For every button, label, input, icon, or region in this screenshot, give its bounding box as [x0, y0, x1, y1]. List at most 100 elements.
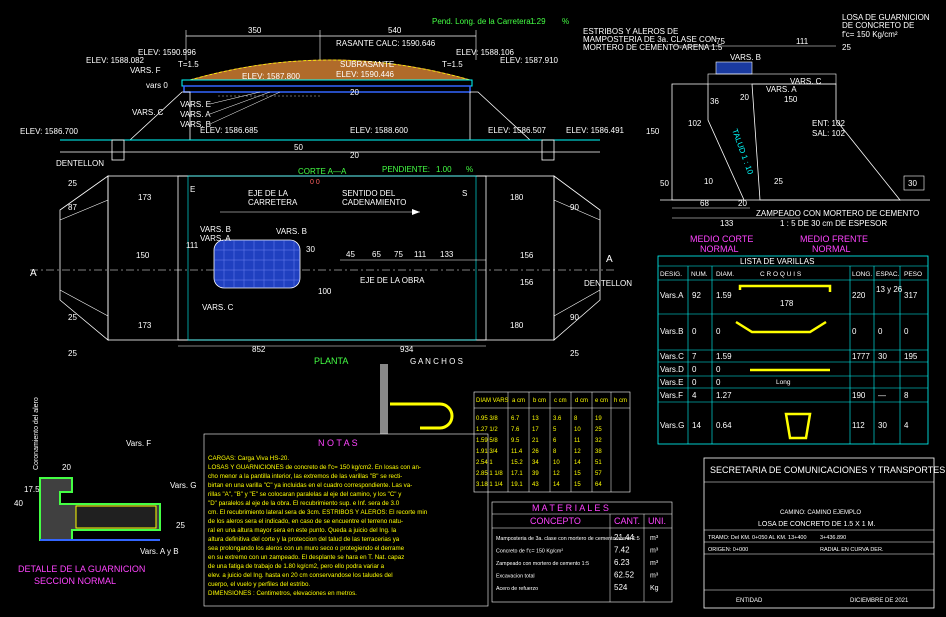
plan-dim-934: 934	[400, 345, 414, 354]
vr-g-long: 112	[852, 421, 865, 430]
medio-dim-133: 133	[720, 219, 734, 228]
nota-line: cho menor a la pantilla interior, las ex…	[208, 473, 402, 480]
det-vars-ab: Vars. A y B	[140, 547, 179, 556]
axis-a-right: A	[606, 254, 613, 265]
gancho-cell: 8	[574, 416, 578, 422]
gancho-cell: 3.18 1 1/4	[476, 482, 503, 488]
nota-line: cuerpo, el vuelo y perfiles del estribo.	[208, 581, 310, 588]
nota-line: DIMENSIONES : Centimetros, elevaciones e…	[208, 590, 357, 597]
material-uni: m³	[650, 548, 659, 555]
medio-corte-1: MEDIO CORTE	[690, 234, 753, 244]
vr-g-desig: Vars.G	[660, 421, 684, 430]
dim-20-mid: 20	[350, 151, 359, 160]
gancho-cell: 8	[553, 449, 557, 455]
losa-1: LOSA DE GUARNICION	[842, 13, 930, 22]
gh-0: DIAM VARS	[476, 398, 509, 404]
vr-d-croquis: Long	[776, 379, 791, 386]
plan-dim-87: 87	[68, 203, 77, 212]
gancho-cell: 1.91 3/4	[476, 449, 498, 455]
nota-line: "D" paralelos al eje de la obra. El recu…	[208, 500, 400, 507]
zampeado-1: ZAMPEADO CON MORTERO DE CEMENTO	[756, 209, 919, 218]
plan-dim-25a: 25	[68, 179, 77, 188]
det-title-2: SECCION NORMAL	[34, 576, 116, 586]
gancho-cell: 1.27 1/2	[476, 427, 498, 433]
pend-label: Pend. Long. de la Carretera :	[432, 17, 535, 26]
plan-vars-b: VARS. B	[200, 225, 231, 234]
plan-vars-b2: VARS. B	[276, 227, 307, 236]
vh-croquis: C R O Q U I S	[760, 271, 802, 278]
gancho-cell: 3.6	[553, 416, 562, 422]
plan-dim-30: 30	[306, 245, 315, 254]
vr-b-diam: 0	[716, 327, 721, 336]
material-uni: m³	[650, 560, 659, 567]
plan-dim-156b: 156	[520, 278, 534, 287]
tb-tramo: TRAMO: Del KM. 0+050 AL KM. 13+400	[708, 535, 807, 541]
corte-title: CORTE A—A	[298, 167, 347, 176]
nota-line: rillas "A", "B" y "E" se colocaran paral…	[208, 491, 402, 498]
talud-label: TALUD 1 : 10	[730, 128, 755, 177]
vh-desig: DESIG.	[660, 271, 682, 278]
gancho-cell: 10	[574, 427, 581, 433]
gancho-cell: 10	[553, 460, 560, 466]
gancho-cell: 25	[595, 427, 602, 433]
tb-losa: LOSA DE CONCRETO DE 1.5 X 1 M.	[758, 521, 875, 528]
vr-c-diam: 1.59	[716, 352, 732, 361]
materiales-section: M A T E R I A L E S CONCEPTO CANT. UNI. …	[491, 501, 673, 603]
vr-g-num: 14	[692, 421, 701, 430]
vr-g-espac: 30	[878, 421, 887, 430]
t15-left: T=1.5	[178, 60, 199, 69]
nota-line: en su extremo con un zampeado. El despla…	[208, 554, 404, 561]
vr-e-desig: Vars.E	[660, 378, 683, 387]
plan-dim-150a: 150	[136, 251, 150, 260]
medio-frente-1: MEDIO FRENTE	[800, 234, 868, 244]
material-concepto: Acero de refuerzo	[496, 586, 538, 592]
vr-b-desig: Vars.B	[660, 327, 683, 336]
vr-f-long: 190	[852, 391, 866, 400]
nota-line: sea prolongando los aleros con un muro s…	[208, 545, 405, 552]
gancho-cell: 19.1	[511, 482, 523, 488]
notas-title: N O T A S	[318, 438, 358, 448]
eje-carretera-1: EJE DE LA	[248, 189, 289, 198]
gancho-cell: 12	[574, 449, 581, 455]
det-dim-40: 40	[14, 499, 23, 508]
rasante-label: RASANTE CALC: 1590.646	[336, 39, 436, 48]
medio-dim-30: 30	[908, 179, 917, 188]
gancho-cell: 43	[532, 482, 539, 488]
tb-km: 3+436.890	[820, 535, 846, 541]
vr-b-peso: 0	[904, 327, 909, 336]
eje-obra: EJE DE LA OBRA	[360, 276, 425, 285]
dim-20-top: 20	[350, 88, 359, 97]
plan-dim-180a: 180	[510, 193, 524, 202]
gh-5: e cm	[595, 398, 608, 404]
materiales-rows: Mamposteria de 3a. clase con mortero de …	[496, 533, 659, 592]
vr-b-espac: 0	[878, 327, 883, 336]
vr-f-diam: 1.27	[716, 391, 732, 400]
vr-b-long: 0	[852, 327, 857, 336]
varillas-table: LISTA DE VARILLAS DESIG. NUM. DIAM. C R …	[657, 255, 929, 445]
vars-b-label: VARS. B	[180, 120, 211, 129]
gancho-cell: 17.1	[511, 471, 523, 477]
vr-d-diam: 0	[716, 365, 721, 374]
elev-1588106: ELEV: 1588.106	[456, 48, 515, 57]
elev-1586491: ELEV: 1586.491	[566, 126, 625, 135]
gancho-cell: 7.6	[511, 427, 520, 433]
tb-radial: RADIAL EN CURVA DER.	[820, 547, 884, 553]
material-cant: 7.42	[614, 546, 630, 555]
ent-label: ENT: 102	[812, 119, 845, 128]
tb-origen: ORIGEN: 0+000	[708, 547, 748, 553]
gancho-cell: 11	[574, 438, 581, 444]
gancho-cell: 15	[574, 482, 581, 488]
vh-peso: PESO	[904, 271, 922, 278]
gancho-cell: 64	[595, 482, 602, 488]
gancho-cell: 5	[553, 427, 557, 433]
gancho-cell: 9.5	[511, 438, 520, 444]
gancho-cell: 38	[595, 449, 602, 455]
t15-right: T=1.5	[442, 60, 463, 69]
rebar-grid-area	[213, 239, 301, 289]
nota-line: de una fatiga de trabajo de 1.80 kg/cm2,…	[208, 563, 385, 570]
vr-a-diam: 1.59	[716, 291, 732, 300]
medio-dim-102: 102	[688, 119, 702, 128]
sal-label: SAL: 102	[812, 129, 845, 138]
vh-diam: DIAM.	[716, 271, 734, 278]
pendiente-value: 1.00	[436, 165, 452, 174]
